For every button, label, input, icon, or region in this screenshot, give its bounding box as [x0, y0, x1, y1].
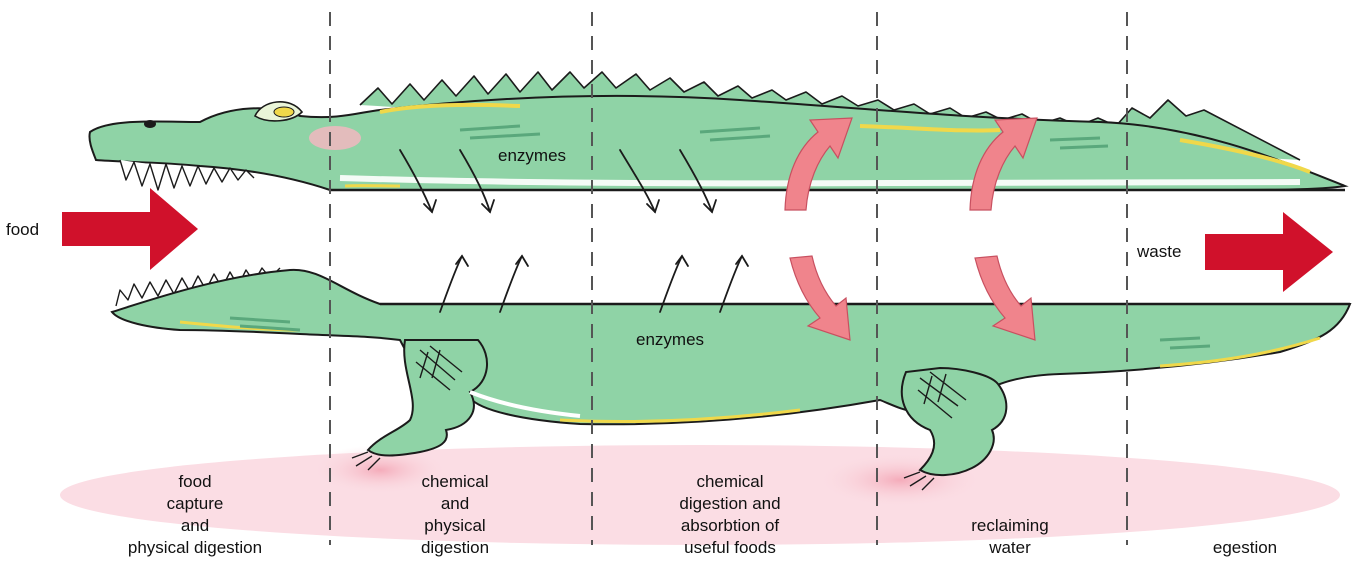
waste-out-arrow	[1205, 212, 1333, 292]
gut-tube	[330, 190, 1350, 304]
food-label: food	[6, 219, 39, 241]
upper-body	[89, 72, 1345, 190]
stage-label-egestion: egestion	[1180, 537, 1310, 559]
enzymes-label-bottom: enzymes	[636, 329, 704, 351]
food-in-arrow	[62, 188, 198, 270]
waste-label: waste	[1137, 241, 1181, 263]
enzymes-label-top: enzymes	[498, 145, 566, 167]
